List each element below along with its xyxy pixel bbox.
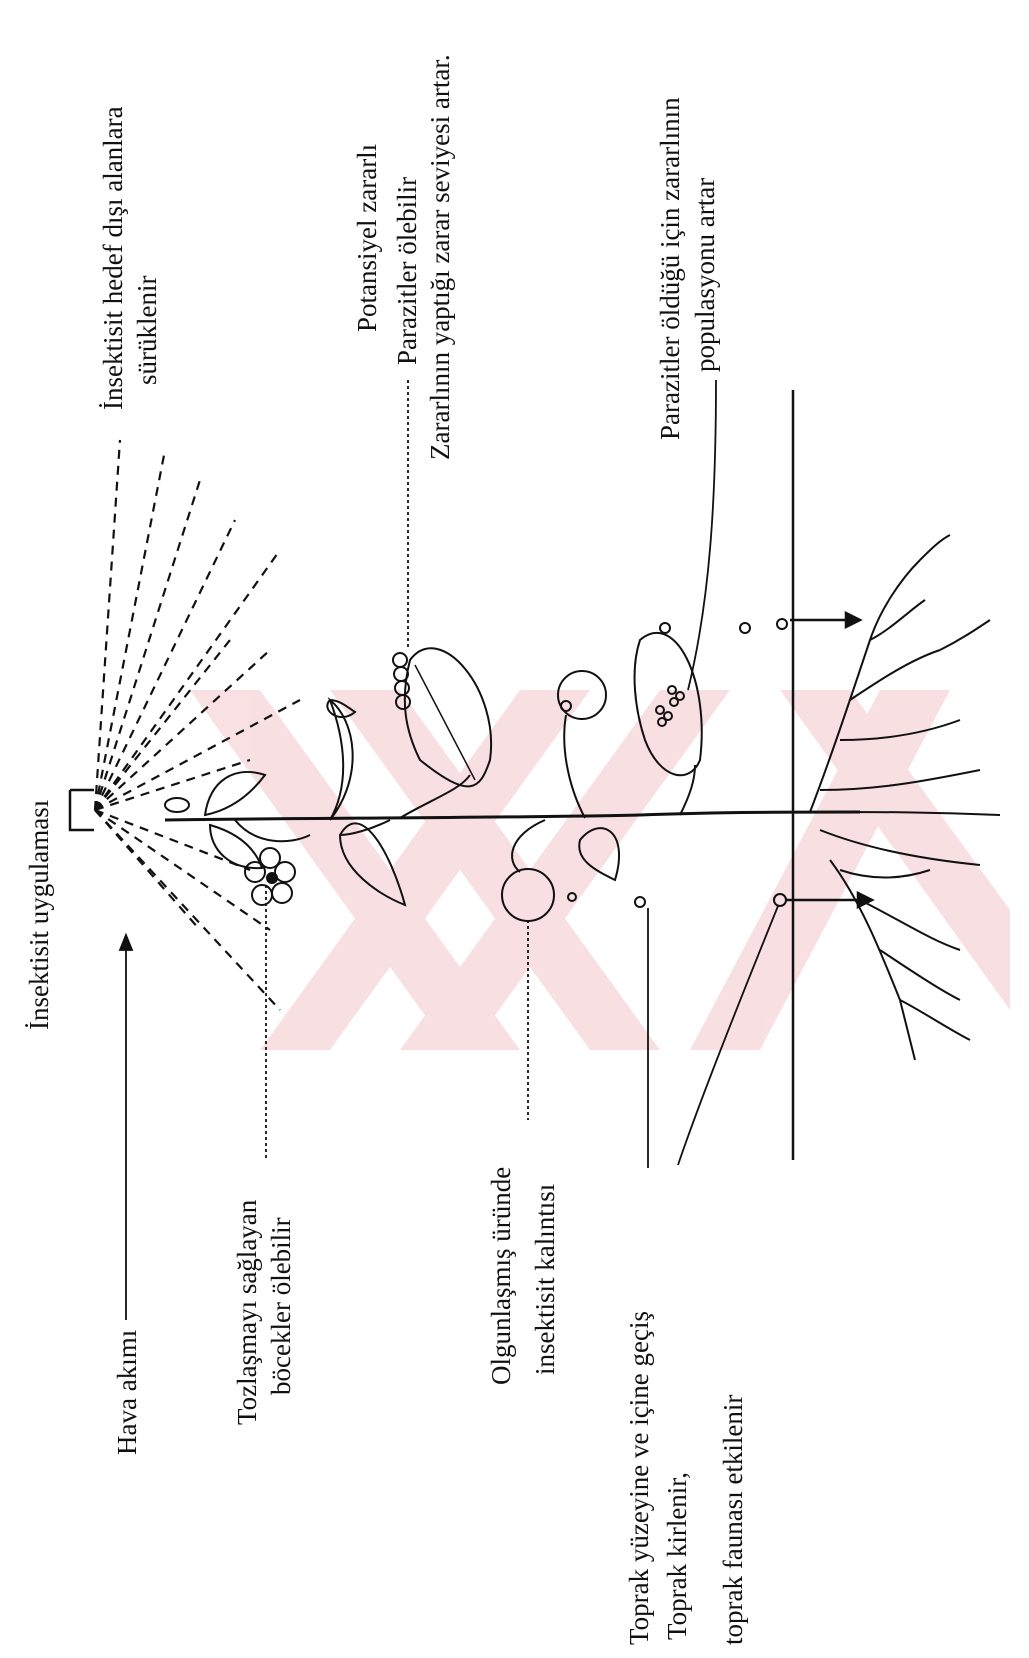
label-drift-line2: sürüklenir (132, 276, 162, 385)
label-parasites-die: Parazitler ölebilir (392, 177, 422, 365)
sprayer-nozzle-icon (70, 790, 94, 830)
droplet-icon (777, 619, 787, 629)
label-pest-population-line2: populasyonu artar (690, 178, 720, 372)
label-potential-pest: Potansiyel zararlı (352, 144, 382, 332)
droplet-icon (740, 623, 750, 633)
label-residue-line2: insektisit kalıntısı (530, 1184, 560, 1375)
label-pollinators-line2: böcekler ölebilir (266, 1217, 296, 1395)
flower-icon (245, 848, 295, 905)
label-damage-increase: Zararlının yaptığı zarar seviyesi artar. (425, 54, 455, 460)
label-air-flow: Hava akımı (112, 1330, 142, 1455)
leaf-stalk (680, 765, 695, 815)
label-soil-pollution: Toprak kirlenir, (662, 1472, 692, 1640)
label-soil-fauna: toprak faunası etkilenir (718, 1395, 748, 1645)
label-residue-line1: Olgunlaşmış üründe (486, 1167, 516, 1385)
label-pest-population-line1: Parazitler öldüğü için zararlının (655, 97, 685, 440)
watermark (190, 690, 1010, 1050)
label-soil-transfer: Toprak yüzeyine ve içine geçiş (624, 1311, 654, 1645)
droplet-icon (660, 623, 670, 633)
bud-icon (165, 798, 189, 812)
label-application: İnsektisit uygulaması (24, 800, 54, 1030)
droplet-icon (635, 897, 645, 907)
label-drift-line1: İnsektisit hedef dışı alanlara (98, 106, 128, 410)
plant-stem (165, 812, 860, 820)
label-pollinators-line1: Tozlaşmayı sağlayan (232, 1200, 262, 1425)
